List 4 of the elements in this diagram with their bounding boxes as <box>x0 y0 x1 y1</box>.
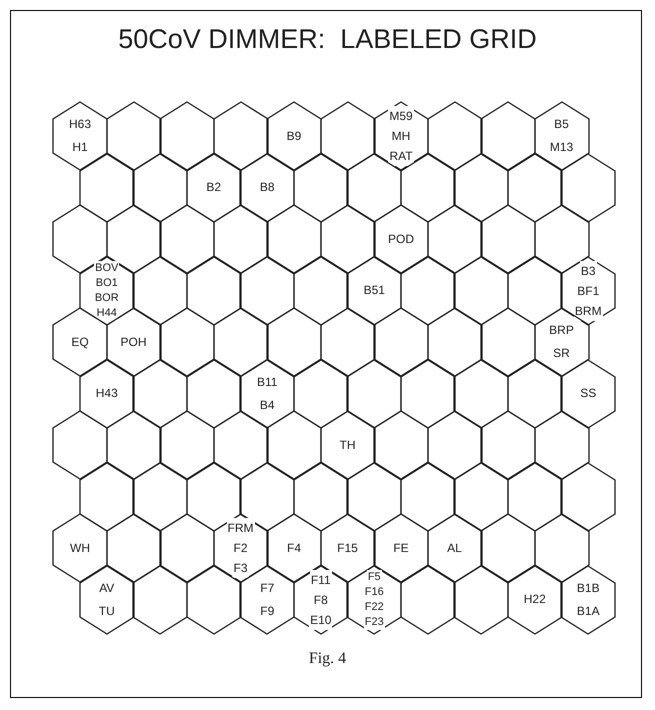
diagram-title: 50CoV DIMMER: LABELED GRID <box>117 24 538 55</box>
cell-label: H44 <box>96 306 118 320</box>
figure-caption: Fig. 4 <box>308 650 348 668</box>
cell-label: F23 <box>364 614 385 630</box>
